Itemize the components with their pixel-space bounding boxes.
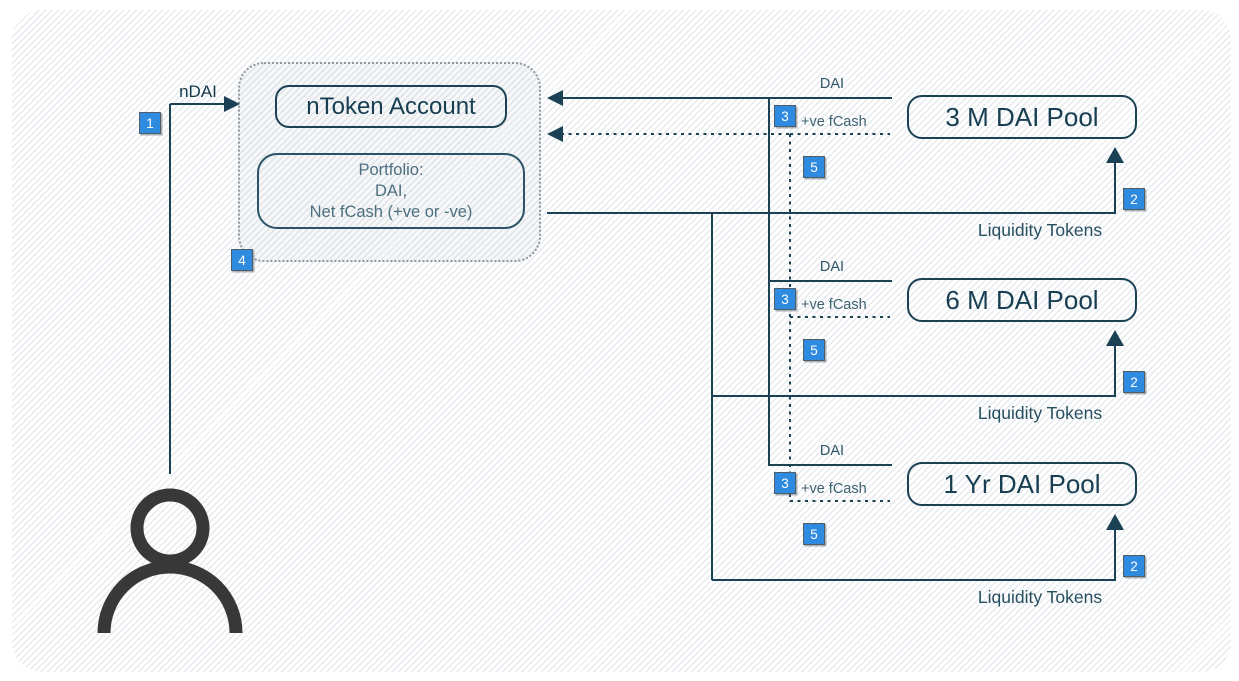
pool-box-3m: 3 M DAI Pool	[907, 95, 1137, 139]
step-badge-5: 5	[803, 523, 825, 545]
liquidity-tokens-label: Liquidity Tokens	[977, 587, 1103, 607]
fcash-dotted-line	[790, 316, 890, 318]
dai-flow-label: DAI	[819, 443, 845, 459]
portfolio-line: DAI,	[374, 181, 408, 200]
pool-box-6m: 6 M DAI Pool	[907, 278, 1137, 322]
dai-return-line	[561, 97, 769, 99]
step-badge-2: 2	[1123, 371, 1145, 393]
dai-line	[769, 464, 892, 466]
fcash-return-arrowhead-icon	[547, 126, 563, 142]
portfolio-line: Portfolio:	[358, 160, 424, 179]
step-badge-5: 5	[803, 156, 825, 178]
step-badge-2: 2	[1123, 555, 1145, 577]
fcash-dotted-line	[790, 133, 890, 135]
liquidity-line	[1114, 528, 1116, 581]
liquidity-arrowhead-icon	[1106, 514, 1124, 530]
dai-flow-label: DAI	[819, 76, 845, 92]
ntoken-account-title: nToken Account	[306, 92, 476, 120]
diagram-canvas: nToken Account Portfolio: DAI, Net fCash…	[12, 10, 1231, 672]
liquidity-line	[1114, 344, 1116, 397]
liquidity-tokens-label: Liquidity Tokens	[977, 403, 1103, 423]
ntoken-account-box: nToken Account	[275, 85, 507, 128]
dai-line	[769, 280, 892, 282]
liquidity-line	[712, 579, 1115, 581]
fcash-flow-label: +ve fCash	[801, 481, 867, 497]
liquidity-line	[1114, 161, 1116, 214]
dai-flow-label: DAI	[819, 259, 845, 275]
dai-return-arrowhead-icon	[547, 90, 563, 106]
fcash-return-dotted-line	[561, 133, 790, 135]
liquidity-line	[712, 395, 1115, 397]
dai-line	[769, 97, 892, 99]
step-badge-3: 3	[774, 288, 796, 310]
step-badge-1: 1	[139, 112, 161, 134]
fcash-trunk-dotted-line	[789, 134, 791, 502]
dai-trunk-line	[768, 98, 770, 466]
fcash-dotted-line	[790, 500, 890, 502]
user-flow-line	[170, 103, 225, 105]
pool-name: 1 Yr DAI Pool	[943, 468, 1101, 499]
step-badge-4: 4	[231, 249, 253, 271]
liquidity-tokens-label: Liquidity Tokens	[977, 220, 1103, 240]
liquidity-arrowhead-icon	[1106, 330, 1124, 346]
person-icon	[97, 488, 243, 634]
ndai-arrowhead-icon	[224, 96, 240, 112]
portfolio-line: Net fCash (+ve or -ve)	[309, 202, 473, 221]
liquidity-arrowhead-icon	[1106, 147, 1124, 163]
step-badge-3: 3	[774, 105, 796, 127]
fcash-flow-label: +ve fCash	[801, 114, 867, 130]
step-badge-5: 5	[803, 339, 825, 361]
step-badge-3: 3	[774, 472, 796, 494]
pool-name: 6 M DAI Pool	[945, 284, 1099, 315]
ndai-label: nDAI	[179, 82, 217, 101]
pool-box-1yr: 1 Yr DAI Pool	[907, 462, 1137, 506]
liquidity-line	[547, 212, 1115, 214]
step-badge-2: 2	[1123, 188, 1145, 210]
pool-name: 3 M DAI Pool	[945, 101, 1099, 132]
fcash-flow-label: +ve fCash	[801, 297, 867, 313]
user-flow-line	[169, 104, 171, 474]
portfolio-box: Portfolio: DAI, Net fCash (+ve or -ve)	[257, 153, 525, 229]
